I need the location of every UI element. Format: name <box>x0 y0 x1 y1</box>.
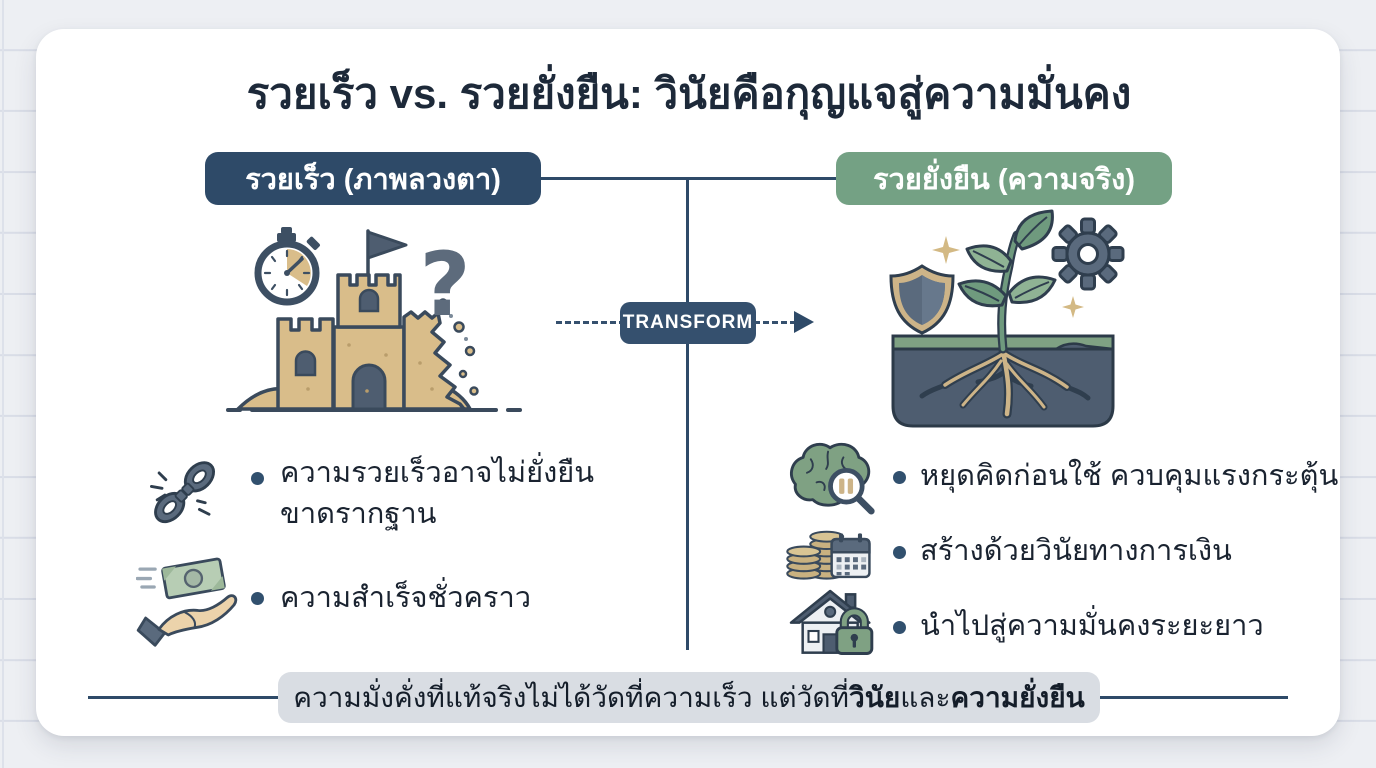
left-bullet-2-line-1: ความสำเร็จชั่วคราว <box>280 582 532 614</box>
stopwatch-icon <box>254 227 320 306</box>
bullet-dot <box>893 471 906 484</box>
brain-magnifier-icon <box>790 442 875 515</box>
right-column-badge: รวยยั่งยืน (ความจริง) <box>836 152 1172 205</box>
right-bullet-1: หยุดคิดก่อนใช้ ควบคุมแรงกระตุ้น <box>920 456 1350 497</box>
shield-icon <box>889 264 955 335</box>
quick-rich-illustration: ? <box>226 227 522 412</box>
soil-icon <box>891 334 1115 428</box>
sprout-icon <box>957 209 1057 354</box>
badge-connector-line <box>530 177 850 180</box>
transform-badge: TRANSFORM <box>620 302 756 344</box>
right-bullet-3: นำไปสู่ความมั่นคงระยะยาว <box>920 606 1350 647</box>
broken-chain-icon <box>150 461 216 524</box>
footer-text-bold-sustainability: ความยั่งยืน <box>950 681 1085 713</box>
transform-label: TRANSFORM <box>622 312 754 333</box>
bullet-dot <box>251 592 264 605</box>
sandcastle-icon <box>226 229 522 412</box>
question-mark-icon: ? <box>419 233 470 336</box>
left-bullet-1-line-2: ขาดรากฐาน <box>280 498 437 531</box>
footer-text-prefix: ความมั่งคั่งที่แท้จริงไม่ได้วัดที่ความเร… <box>293 681 849 713</box>
footer-text-bold-discipline: วินัย <box>848 681 901 713</box>
center-divider-line <box>686 178 689 650</box>
house-lock-icon <box>789 589 874 655</box>
left-badge-label: รวยเร็ว (ภาพลวงตา) <box>245 163 501 196</box>
sustainable-illustration <box>889 209 1125 428</box>
page-title: รวยเร็ว vs. รวยยั่งยืน: วินัยคือกุญแจสู่… <box>246 70 1132 117</box>
sparkles-icon <box>932 236 1084 318</box>
hand-money-icon <box>136 557 238 647</box>
footer-text-and: และ <box>900 681 951 713</box>
left-bullet-1: ความรวยเร็วอาจไม่ยั่งยืน ขาดรากฐาน <box>280 453 660 535</box>
roots-icon <box>919 345 1091 419</box>
left-column-badge: รวยเร็ว (ภาพลวงตา) <box>205 152 541 205</box>
right-bullet-2: สร้างด้วยวินัยทางการเงิน <box>920 531 1350 572</box>
ruled-paper-vertical-line <box>2 0 4 768</box>
coins-calendar-icon <box>786 530 871 580</box>
gear-icon <box>1051 217 1125 291</box>
left-bullet-2: ความสำเร็จชั่วคราว <box>280 578 700 619</box>
bullet-dot <box>251 472 264 485</box>
right-bullet-2-line-1: สร้างด้วยวินัยทางการเงิน <box>920 535 1232 567</box>
footer-banner: ความมั่งคั่งที่แท้จริงไม่ได้วัดที่ความเร… <box>278 672 1100 723</box>
right-badge-label: รวยยั่งยืน (ความจริง) <box>872 163 1135 196</box>
right-bullet-3-line-1: นำไปสู่ความมั่นคงระยะยาว <box>920 610 1264 642</box>
transform-arrow-icon <box>794 311 814 333</box>
right-bullet-1-line-1: หยุดคิดก่อนใช้ ควบคุมแรงกระตุ้น <box>920 460 1339 492</box>
bullet-dot <box>893 621 906 634</box>
left-bullet-1-line-1: ความรวยเร็วอาจไม่ยั่งยืน <box>280 457 595 489</box>
bullet-dot <box>893 546 906 559</box>
